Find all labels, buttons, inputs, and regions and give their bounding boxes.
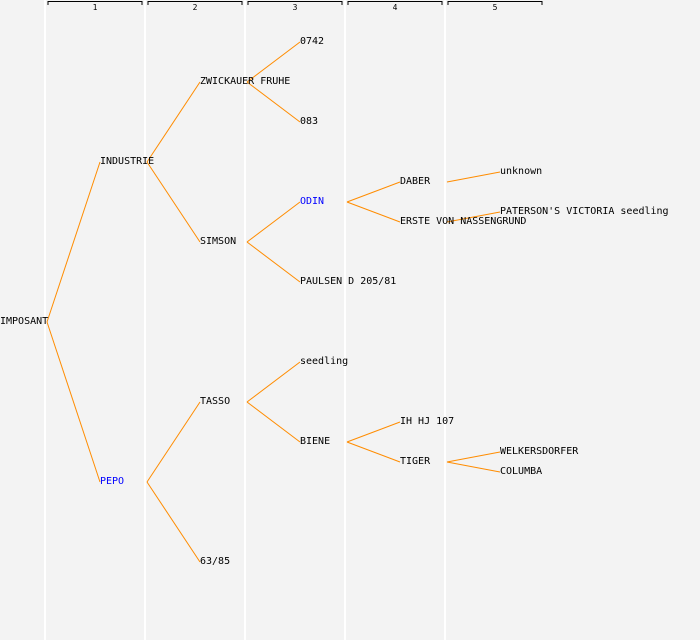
pedigree-link bbox=[246, 401, 301, 443]
pedigree-node[interactable]: PATERSON'S VICTORIA seedling bbox=[500, 206, 669, 217]
pedigree-link bbox=[446, 171, 501, 183]
pedigree-link bbox=[246, 201, 301, 243]
pedigree-node[interactable]: WELKERSDORFER bbox=[500, 446, 579, 457]
generation-bracket bbox=[47, 1, 143, 5]
generation-bracket bbox=[447, 1, 543, 5]
pedigree-node[interactable]: 083 bbox=[300, 116, 319, 127]
pedigree-node[interactable]: TASSO bbox=[200, 396, 231, 407]
pedigree-node[interactable]: TIGER bbox=[400, 456, 431, 467]
pedigree-link bbox=[46, 321, 101, 483]
pedigree-link bbox=[46, 161, 101, 323]
pedigree-node[interactable]: 63/85 bbox=[200, 556, 231, 567]
generation-header: 2 bbox=[192, 3, 198, 12]
pedigree-node[interactable]: INDUSTRIE bbox=[100, 156, 155, 167]
pedigree-node[interactable]: DABER bbox=[400, 176, 431, 187]
generation-bracket bbox=[347, 1, 443, 5]
generation-header: 4 bbox=[392, 3, 398, 12]
pedigree-link bbox=[446, 451, 501, 463]
pedigree-link bbox=[246, 241, 301, 283]
pedigree-link bbox=[146, 401, 201, 483]
pedigree-node[interactable]: PAULSEN D 205/81 bbox=[300, 276, 397, 287]
generation-bracket bbox=[147, 1, 243, 5]
pedigree-node[interactable]: PEPO bbox=[100, 476, 125, 487]
pedigree-link bbox=[146, 161, 201, 243]
pedigree-node[interactable]: ODIN bbox=[300, 196, 325, 207]
pedigree-node[interactable]: COLUMBA bbox=[500, 466, 543, 477]
pedigree-node[interactable]: ERSTE VON NASSENGRUND bbox=[400, 216, 527, 227]
pedigree-link bbox=[146, 481, 201, 563]
pedigree-link bbox=[346, 201, 401, 223]
pedigree-link bbox=[446, 211, 501, 223]
pedigree-link bbox=[146, 81, 201, 163]
pedigree-link bbox=[446, 461, 501, 473]
pedigree-node[interactable]: IH HJ 107 bbox=[400, 416, 455, 427]
pedigree-link bbox=[246, 41, 301, 83]
pedigree-link bbox=[246, 361, 301, 403]
pedigree-link bbox=[346, 441, 401, 463]
generation-bracket bbox=[247, 1, 343, 5]
pedigree-node[interactable]: seedling bbox=[300, 356, 349, 367]
generation-header: 3 bbox=[292, 3, 298, 12]
pedigree-node[interactable]: BIENE bbox=[300, 436, 331, 447]
pedigree-node[interactable]: unknown bbox=[500, 166, 543, 177]
pedigree-node[interactable]: IMPOSANT bbox=[0, 316, 49, 327]
pedigree-link bbox=[346, 421, 401, 443]
generation-header: 5 bbox=[492, 3, 498, 12]
pedigree-node[interactable]: ZWICKAUER FRUHE bbox=[200, 76, 291, 87]
pedigree-link bbox=[246, 81, 301, 123]
pedigree-link bbox=[346, 181, 401, 203]
pedigree-node[interactable]: SIMSON bbox=[200, 236, 237, 247]
pedigree-node[interactable]: 0742 bbox=[300, 36, 325, 47]
generation-header: 1 bbox=[92, 3, 98, 12]
